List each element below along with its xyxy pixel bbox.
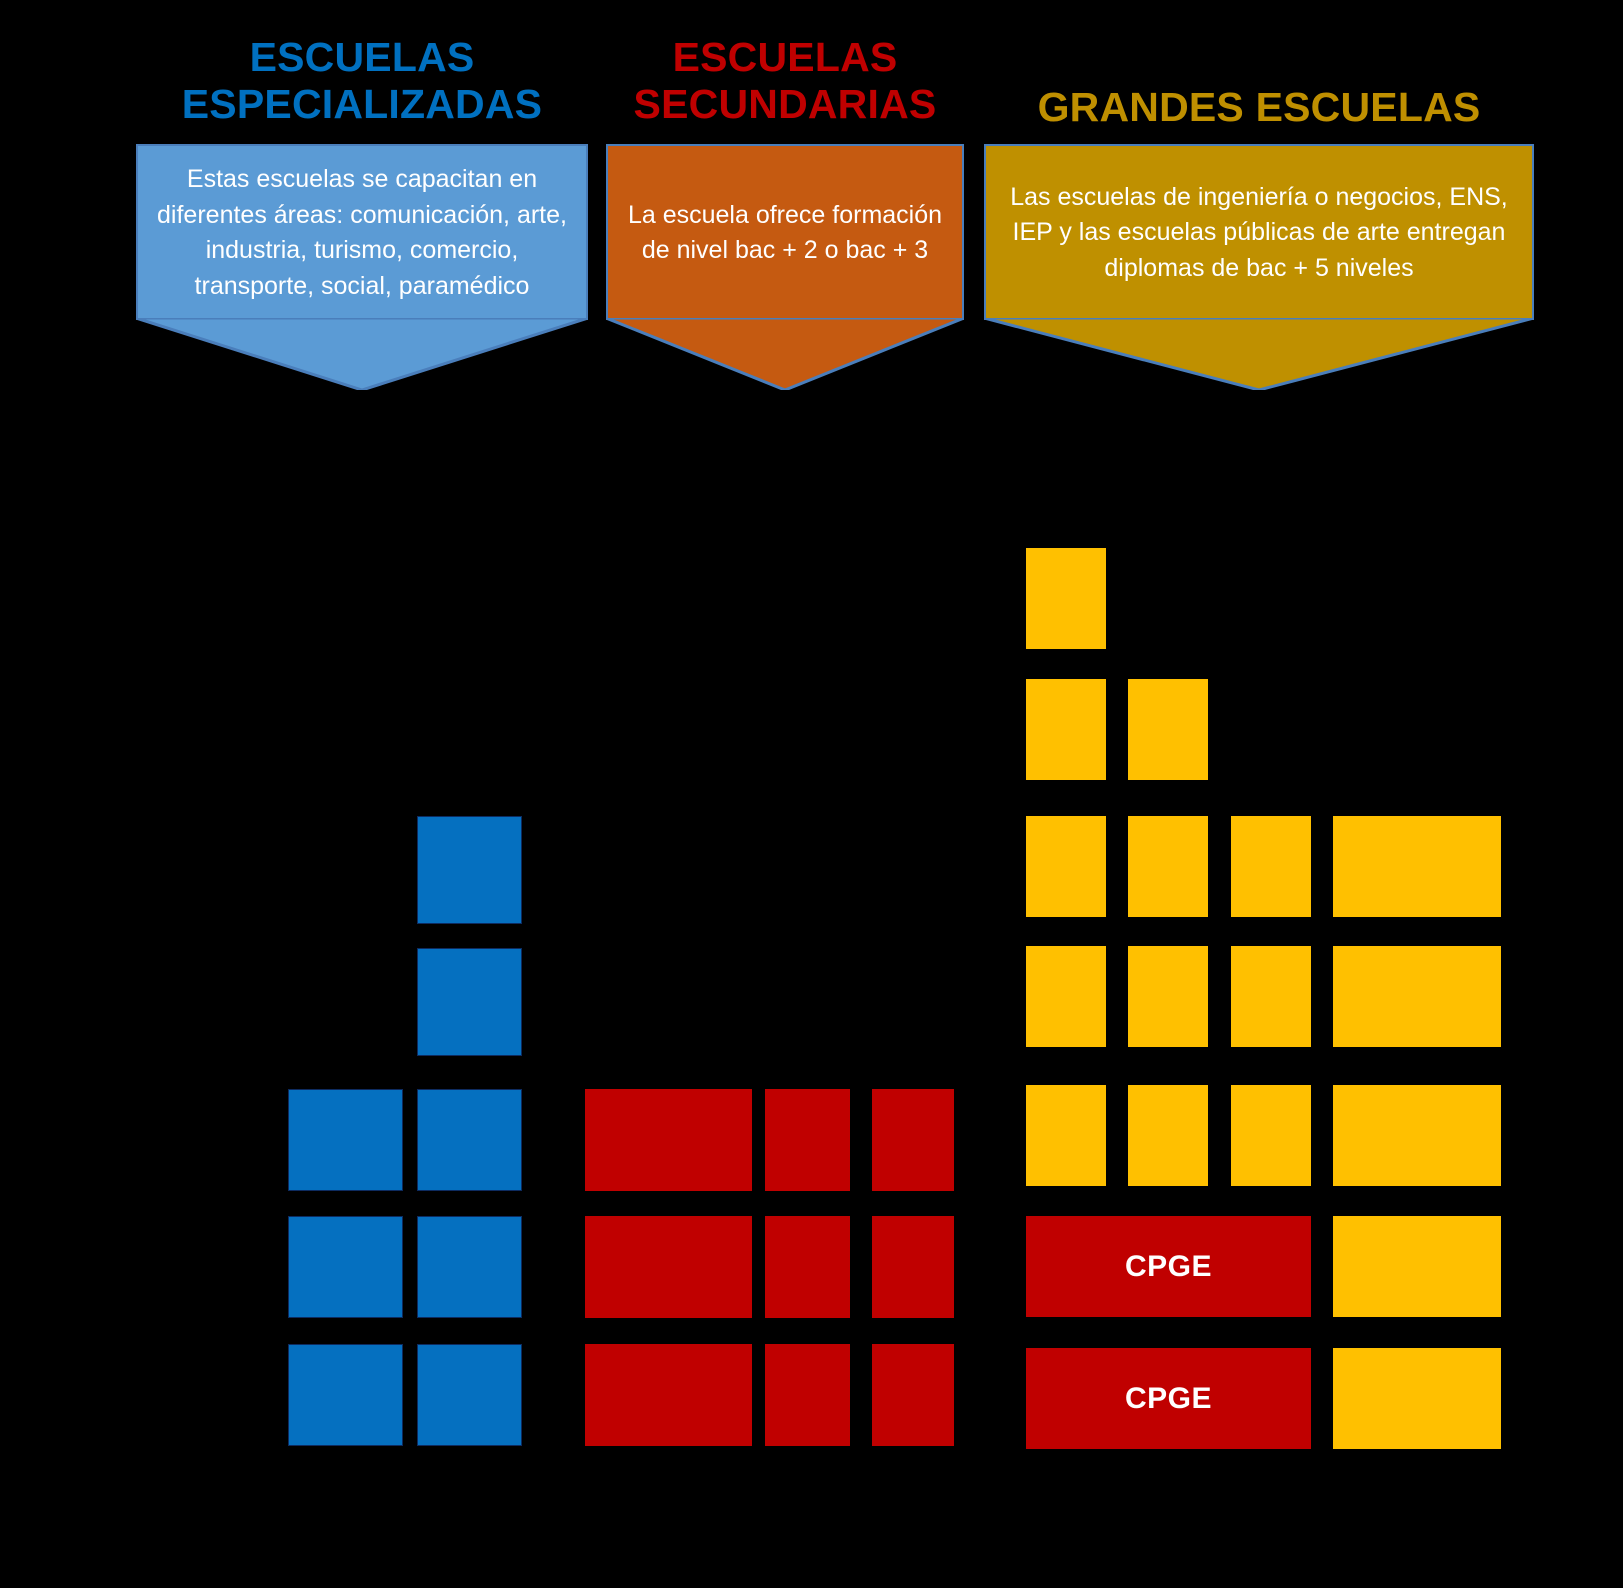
block-blue-c2-l5[interactable] <box>417 816 522 924</box>
block-cpge-lower[interactable]: CPGE <box>1026 1348 1311 1449</box>
block-cpge-upper[interactable]: CPGE <box>1026 1216 1311 1317</box>
banner-point-escuelas-especializadas <box>136 318 588 390</box>
block-blue-c1-l2[interactable] <box>288 1216 403 1318</box>
block-red-c2-l3[interactable] <box>765 1089 850 1191</box>
block-blue-c2-l4[interactable] <box>417 948 522 1056</box>
block-red-c2-l1[interactable] <box>765 1344 850 1446</box>
block-yellow-c1-l2[interactable] <box>1026 1085 1106 1186</box>
block-red-c3-l1[interactable] <box>872 1344 954 1446</box>
block-yellow-c4-l1[interactable] <box>1333 1216 1501 1317</box>
block-blue-c1-l1[interactable] <box>288 1344 403 1446</box>
banner-body-escuelas-especializadas: Estas escuelas se capacitan en diferente… <box>136 144 588 320</box>
block-blue-c2-l3[interactable] <box>417 1089 522 1191</box>
block-red-c1-l1[interactable] <box>585 1344 752 1446</box>
banner-title-escuelas-especializadas: ESCUELAS ESPECIALIZADAS <box>181 34 543 127</box>
block-yellow-c4-l3[interactable] <box>1333 946 1501 1047</box>
block-red-c1-l2[interactable] <box>585 1216 752 1318</box>
block-yellow-c3-l3[interactable] <box>1231 946 1311 1047</box>
block-red-c3-l2[interactable] <box>872 1216 954 1318</box>
block-red-c1-l3[interactable] <box>585 1089 752 1191</box>
banner-escuelas-especializadas: ESCUELAS ESPECIALIZADAS Estas escuelas s… <box>136 18 588 398</box>
banner-title-escuelas-secundarias: ESCUELAS SECUNDARIAS <box>633 34 937 127</box>
banner-body-escuelas-secundarias: La escuela ofrece formación de nivel bac… <box>606 144 964 320</box>
block-yellow-c4-l4[interactable] <box>1333 816 1501 917</box>
block-yellow-c1-l6[interactable] <box>1026 548 1106 649</box>
block-yellow-c1-l3[interactable] <box>1026 946 1106 1047</box>
block-yellow-c1-l4[interactable] <box>1026 816 1106 917</box>
block-blue-c1-l3[interactable] <box>288 1089 403 1191</box>
block-yellow-c4-l0[interactable] <box>1333 1348 1501 1449</box>
banner-title-grandes-escuelas: GRANDES ESCUELAS <box>1037 84 1481 130</box>
block-blue-c2-l2[interactable] <box>417 1216 522 1318</box>
block-yellow-c3-l2[interactable] <box>1231 1085 1311 1186</box>
banner-body-grandes-escuelas: Las escuelas de ingeniería o negocios, E… <box>984 144 1534 320</box>
block-yellow-c3-l4[interactable] <box>1231 816 1311 917</box>
block-yellow-c4-l2[interactable] <box>1333 1085 1501 1186</box>
banner-point-grandes-escuelas <box>984 318 1534 390</box>
banner-escuelas-secundarias: ESCUELAS SECUNDARIAS La escuela ofrece f… <box>606 18 964 398</box>
block-yellow-c1-l5[interactable] <box>1026 679 1106 780</box>
block-yellow-c2-l5[interactable] <box>1128 679 1208 780</box>
block-red-c3-l3[interactable] <box>872 1089 954 1191</box>
block-yellow-c2-l4[interactable] <box>1128 816 1208 917</box>
banner-point-escuelas-secundarias <box>606 318 964 390</box>
block-red-c2-l2[interactable] <box>765 1216 850 1318</box>
block-blue-c2-l1[interactable] <box>417 1344 522 1446</box>
block-yellow-c2-l3[interactable] <box>1128 946 1208 1047</box>
block-yellow-c2-l2[interactable] <box>1128 1085 1208 1186</box>
banner-grandes-escuelas: GRANDES ESCUELAS Las escuelas de ingenie… <box>984 18 1534 398</box>
